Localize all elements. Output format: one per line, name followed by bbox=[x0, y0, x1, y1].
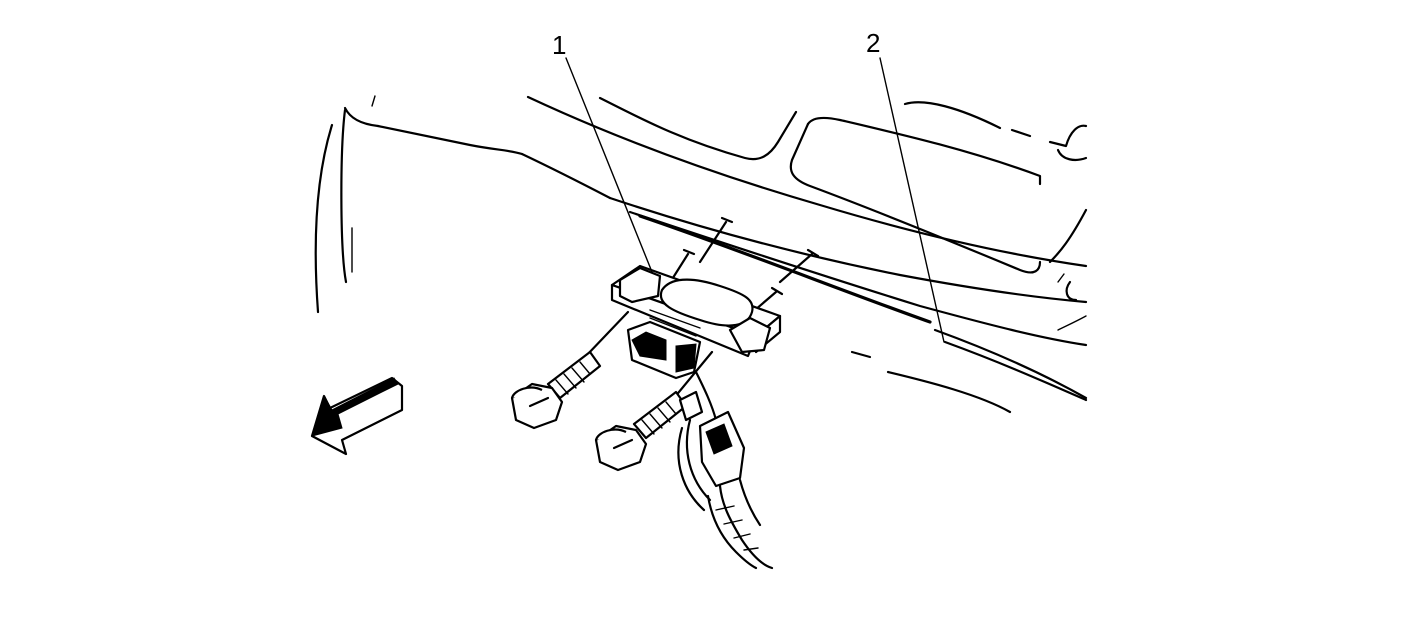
front-direction-arrow-icon bbox=[310, 376, 404, 456]
callout-1-leader bbox=[565, 57, 653, 273]
bolt-icon bbox=[510, 310, 630, 430]
callout-2-leader bbox=[879, 57, 945, 343]
bolt-icon bbox=[594, 350, 714, 472]
vehicle-body-panel bbox=[314, 95, 1088, 414]
callout-2-label: 2 bbox=[866, 28, 880, 58]
sensor-icon bbox=[610, 264, 782, 380]
callout-leaders bbox=[565, 57, 945, 343]
connector-icon bbox=[677, 370, 774, 570]
callout-1-label: 1 bbox=[552, 30, 566, 60]
